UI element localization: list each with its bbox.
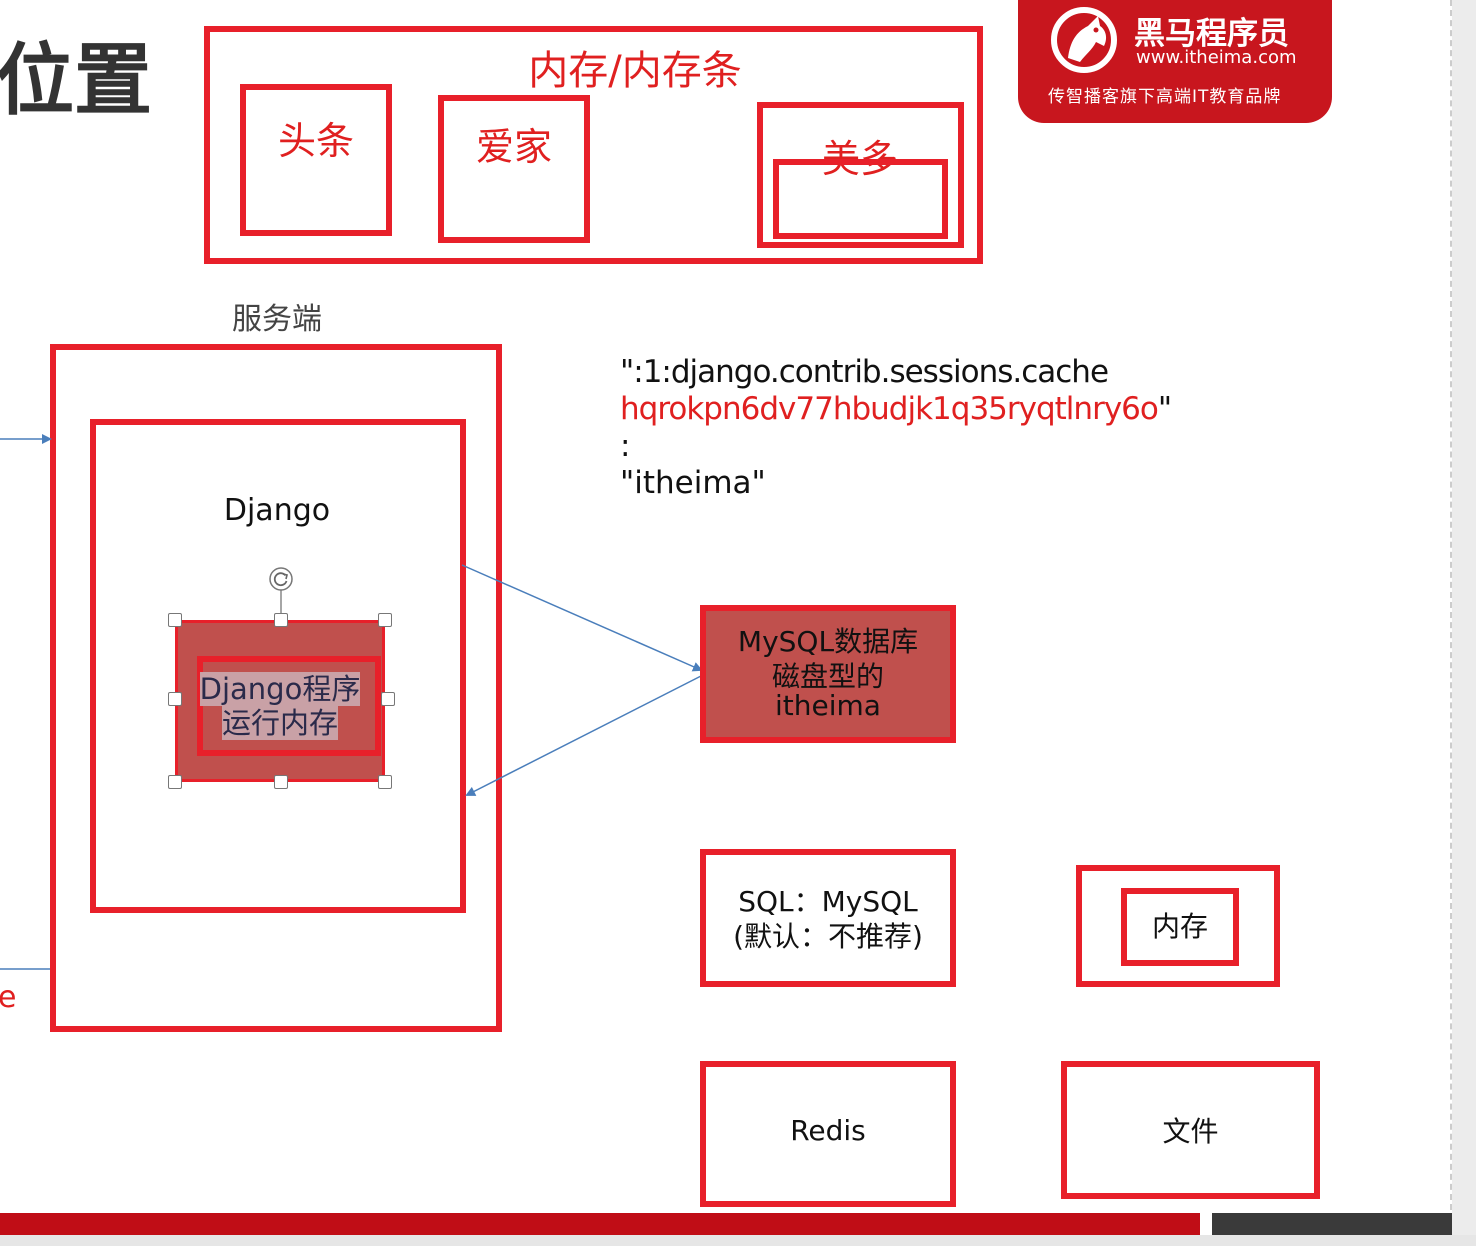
resize-handle-se[interactable] [378, 775, 392, 789]
server-label: 服务端 [232, 302, 322, 337]
django-memory-line1: Django程序 [199, 672, 361, 706]
resize-handle-s[interactable] [274, 775, 288, 789]
redis-box[interactable] [700, 1061, 956, 1207]
resize-handle-sw[interactable] [168, 775, 182, 789]
mysql-line2: 磁盘型的 [771, 660, 884, 693]
app-label-aijia: 爱家 [475, 125, 552, 169]
file-label: 文件 [1162, 1115, 1219, 1148]
slide-title: 位置 [0, 36, 153, 126]
app-box-aijia[interactable] [438, 95, 590, 243]
mysql-box[interactable] [700, 605, 956, 743]
arrow-mysql-to-django [465, 675, 702, 796]
mysql-line1: MySQL数据库 [737, 625, 919, 658]
horse-logo-icon [1051, 7, 1117, 73]
page-edge-guide [1450, 0, 1452, 1210]
right-scroll-gutter[interactable] [1452, 0, 1476, 1246]
app-box-meiduo[interactable] [757, 102, 964, 248]
app-box-toutiao[interactable] [240, 84, 392, 236]
brand-logo: 黑马程序员 www.itheima.com 传智播客旗下高端IT教育品牌 [1018, 0, 1332, 123]
memory-cache-box[interactable] [1076, 865, 1280, 987]
app-label-toutiao: 头条 [277, 119, 354, 163]
sql-line2: (默认：不推荐) [733, 920, 923, 953]
redis-label: Redis [790, 1114, 866, 1147]
django-memory-line2: 运行内存 [221, 706, 338, 740]
footer-bar-dark [1212, 1213, 1452, 1235]
mysql-line3: itheima [775, 689, 881, 722]
app-box-meiduo-inner[interactable] [773, 159, 948, 239]
session-key-line4: "itheima" [620, 465, 766, 501]
memory-cache-inner-box[interactable] [1121, 888, 1239, 966]
session-key-quote: " [1157, 391, 1172, 427]
memory-group-label: 内存/内存条 [528, 48, 742, 94]
logo-slogan: 传智播客旗下高端IT教育品牌 [1048, 87, 1282, 107]
session-key-line3: : [620, 428, 631, 464]
resize-handle-w[interactable] [168, 692, 182, 706]
footer-bar-red [0, 1213, 1200, 1235]
left-edge-text: e [0, 980, 17, 1015]
logo-url: www.itheima.com [1136, 47, 1297, 68]
session-key-id: hqrokpn6dv77hbudjk1q35ryqtlnry6o [620, 391, 1159, 427]
resize-handle-nw[interactable] [168, 613, 182, 627]
resize-handle-ne[interactable] [378, 613, 392, 627]
file-box[interactable] [1061, 1061, 1320, 1199]
session-key-line1: ":1:django.contrib.sessions.cache [620, 354, 1109, 390]
logo-brand-name: 黑马程序员 [1134, 16, 1289, 52]
bottom-gutter [0, 1235, 1476, 1246]
resize-handle-e[interactable] [381, 692, 395, 706]
session-key-line2: hqrokpn6dv77hbudjk1q35ryqtlnry6o" [620, 391, 1172, 427]
sql-box[interactable] [700, 849, 956, 987]
sql-line1: SQL：MySQL [738, 885, 918, 918]
memory-group-box[interactable] [204, 26, 983, 264]
django-label: Django [223, 493, 331, 528]
django-memory-inner-box[interactable] [197, 656, 381, 756]
resize-handle-n[interactable] [274, 613, 288, 627]
rotate-icon[interactable] [268, 566, 294, 592]
memory-cache-label: 内存 [1151, 910, 1208, 943]
